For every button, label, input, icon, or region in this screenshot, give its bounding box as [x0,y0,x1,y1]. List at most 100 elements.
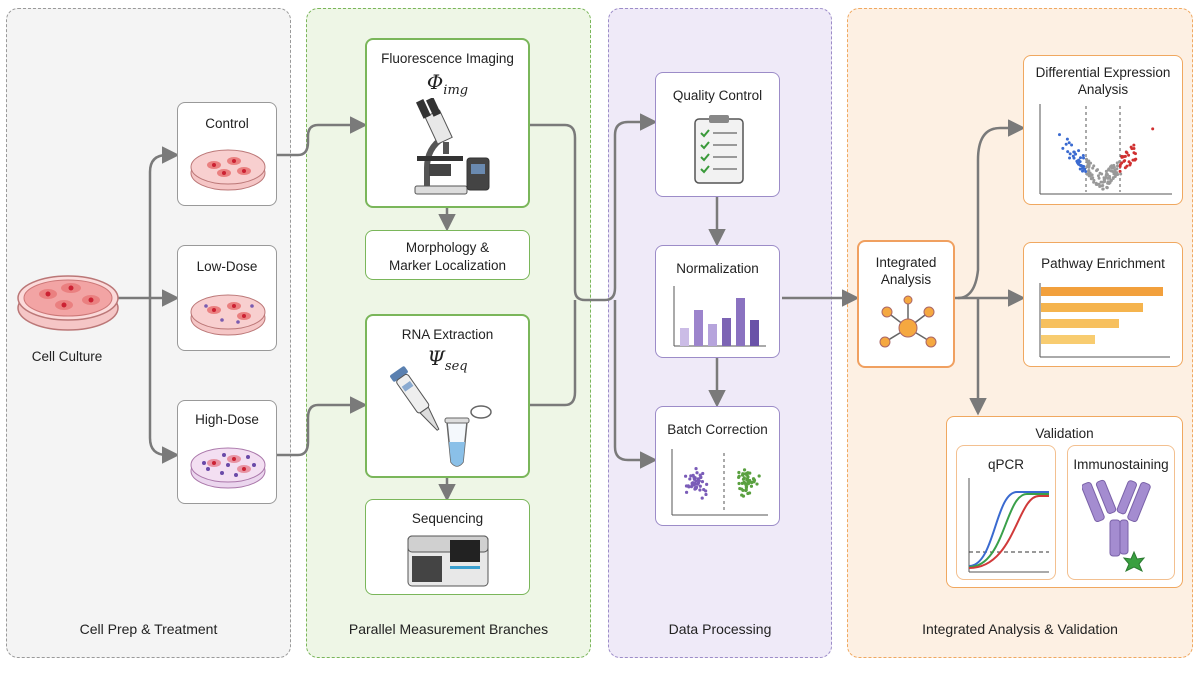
phi-symbol: Φ [426,70,444,94]
integrated-label-line1: Integrated [875,255,937,270]
volcano-dot [1091,166,1095,170]
batch-dot-purple [698,473,702,477]
batch-dot-green [737,470,741,475]
volcano-dot [1132,143,1136,147]
batch-dot-purple [696,482,700,486]
arrow-fluor-merge [530,123,598,302]
panel-title-cell-prep: Cell Prep & Treatment [79,621,218,637]
volcano-dot [1070,143,1074,147]
batch-dot-green [749,484,754,488]
volcano-dot [1133,158,1137,162]
volcano-dot [1077,158,1081,162]
volcano-dot [1094,182,1098,186]
batch-dot-green [741,477,746,481]
volcano-dot [1107,167,1111,171]
volcano-dot [1111,176,1115,180]
sequencer-icon [407,535,489,587]
batch-dot-green [737,474,741,478]
batch-dot-green [748,471,752,475]
batch-dot-purple [694,479,698,483]
batch-dot-green [737,481,741,486]
batch-dot-purple [684,474,688,478]
antibody-icon [1082,479,1151,573]
bar-chart-icon [673,286,766,347]
control-box: Control [177,102,277,206]
volcano-dot [1065,137,1069,141]
qpcr-label: qPCR [987,457,1024,472]
arrow-highdose-rna [276,396,368,457]
batch-dot-green [755,482,759,486]
enrichment-bars-icon [1039,283,1170,358]
volcano-dot [1109,178,1113,182]
volcano-dot [1081,169,1085,173]
volcano-dot [1081,154,1085,158]
pathway-label: Pathway Enrichment [1041,256,1165,271]
batch-dot-purple [684,490,689,494]
volcano-dot [1066,150,1070,154]
high-dose-box: High-Dose [177,400,277,504]
quality-control-box: Quality Control [655,72,780,197]
volcano-dot [1151,127,1155,131]
volcano-dot [1115,164,1119,168]
volcano-dot [1061,146,1065,150]
batch-dot-green [746,491,750,496]
high-dose-label: High-Dose [195,412,259,427]
volcano-dot [1127,160,1131,164]
volcano-dot [1105,186,1109,190]
integrated-analysis-box: Integrated Analysis [857,240,955,368]
volcano-dot [1071,154,1075,158]
volcano-dot [1128,163,1132,167]
validation-box: Validation qPCR Immunostaining [946,416,1183,588]
pathway-enrichment-box: Pathway Enrichment [1023,242,1183,367]
volcano-dot [1092,180,1096,184]
volcano-dot [1103,177,1107,181]
volcano-dot [1123,159,1127,163]
volcano-dot [1072,150,1076,154]
volcano-dot [1089,161,1093,165]
batch-dot-purple [695,471,699,475]
volcano-dot [1100,172,1104,176]
fluorescence-imaging-box: Fluorescence Imaging Φimg [365,38,530,208]
immunostaining-box: Immunostaining [1067,445,1175,580]
volcano-dot [1086,161,1090,165]
batch-dot-green [738,486,742,491]
arrow-control-fluorescence [276,116,368,157]
volcano-dot [1096,174,1100,178]
volcano-dot [1106,176,1110,180]
normalization-box: Normalization [655,245,780,358]
batch-dot-green [745,477,749,481]
batch-dot-green [746,481,750,485]
volcano-dot [1115,161,1119,165]
batch-dot-green [740,481,744,485]
batch-correction-box: Batch Correction [655,406,780,526]
batch-dot-purple [705,482,709,486]
volcano-dot [1101,183,1105,187]
volcano-dot [1107,181,1111,185]
volcano-dot [1084,170,1088,174]
volcano-plot-icon [1039,104,1172,195]
volcano-dot [1089,177,1093,181]
batch-dot-purple [693,482,697,486]
volcano-dot [1068,156,1072,160]
batch-dot-purple [691,473,695,477]
batch-dot-green [757,474,761,478]
batch-dot-purple [688,477,692,481]
batch-dot-purple [690,483,694,487]
batch-dot-purple [698,484,702,488]
pipette-tube-icon [390,366,492,467]
immunostaining-label: Immunostaining [1073,457,1169,472]
volcano-dot [1080,166,1084,170]
volcano-dot [1077,149,1081,153]
batch-dot-purple [704,492,708,497]
volcano-dot [1118,169,1122,173]
diff-label-line2: Analysis [1077,82,1129,97]
psi-symbol: Ψ [427,346,445,370]
batch-dot-green [740,473,745,477]
volcano-dot [1068,152,1072,156]
panel-title-processing: Data Processing [668,621,772,637]
volcano-dot [1064,142,1068,146]
phi-img-symbol: Φimg [367,70,528,98]
batch-dot-green [741,488,745,492]
batch-dot-green [742,468,747,472]
